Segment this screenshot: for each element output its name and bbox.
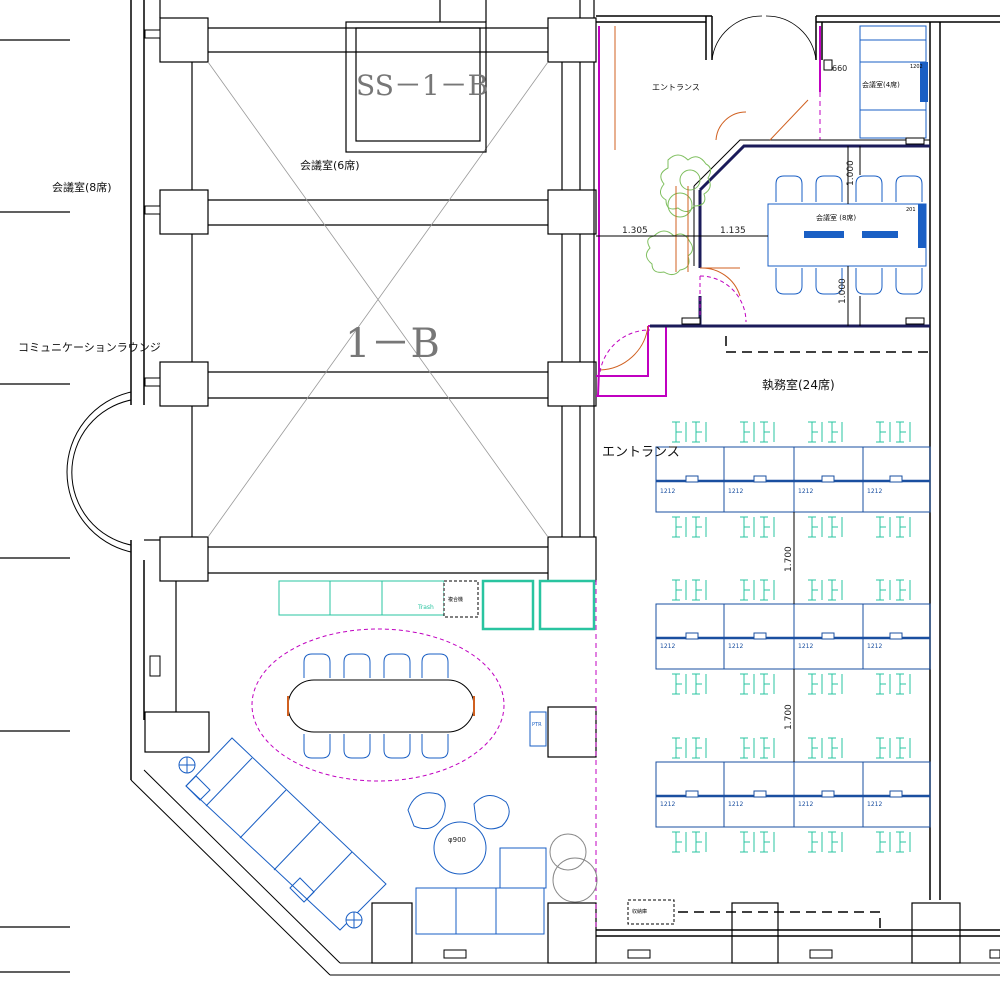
- round-table-set: [407, 792, 510, 875]
- dimension-1135: 1.135: [720, 226, 746, 236]
- office-chair: [740, 579, 775, 601]
- desk-label: 1212: [660, 801, 676, 808]
- office-chair: [672, 579, 707, 601]
- dimension-1000a: 1.000: [846, 160, 856, 186]
- desk-label: 1212: [867, 643, 883, 650]
- office-chair: [672, 516, 707, 538]
- beams: [144, 0, 595, 712]
- tag-1202: 1202: [910, 64, 923, 70]
- storage-label: 収納庫: [632, 909, 648, 915]
- desk-label: 1212: [728, 801, 744, 808]
- office-chair: [876, 673, 911, 695]
- desk-label: 1212: [660, 488, 676, 495]
- meeting-8-chairs: [775, 175, 923, 295]
- desk-label: 1212: [728, 488, 744, 495]
- dimension-660: 660: [832, 64, 848, 73]
- door-swings: [599, 26, 809, 371]
- desk-label: 1212: [798, 643, 814, 650]
- lounge-oval: [251, 628, 505, 782]
- partition-lines: [596, 26, 821, 397]
- bay-cross-lines: [207, 61, 549, 538]
- bay-window: [66, 391, 132, 553]
- office-chair: [876, 579, 911, 601]
- meeting-8-room-walls: [650, 144, 930, 328]
- room-label-communication-lounge: コミュニケーションラウンジ: [18, 341, 161, 354]
- printer-label: 複合機: [448, 597, 464, 603]
- lounge-chairs: [303, 653, 449, 759]
- office-chairs: [672, 421, 911, 853]
- office-chair: [740, 737, 775, 759]
- office-chair: [808, 421, 843, 443]
- trash-label: Trash: [418, 604, 434, 611]
- meeting-8-screens: [804, 204, 926, 248]
- desk-label: 1212: [798, 488, 814, 495]
- desk-label: 1212: [798, 801, 814, 808]
- dimension-1700a: 1.700: [784, 546, 794, 572]
- office-chair: [672, 831, 707, 853]
- lounge-plant: [549, 833, 598, 903]
- office-chair: [740, 421, 775, 443]
- plants: [646, 154, 712, 276]
- office-chair: [672, 673, 707, 695]
- right-walls: [596, 15, 1000, 937]
- dimension-1000b: 1.000: [838, 278, 848, 304]
- office-chair: [808, 516, 843, 538]
- office-chair: [808, 673, 843, 695]
- office-chair: [672, 421, 707, 443]
- office-chair: [740, 831, 775, 853]
- dimension-1700b: 1.700: [784, 704, 794, 730]
- lounge-sofa-bottom: [415, 711, 547, 935]
- diagonal-wall: [130, 769, 1000, 976]
- office-chair: [740, 673, 775, 695]
- room-label-meeting-8-right: 会議室 (8席): [816, 214, 857, 222]
- lounge-table: [287, 679, 475, 733]
- tag-201: 201: [906, 207, 916, 213]
- desk-label: 1212: [867, 801, 883, 808]
- desk-label: 1212: [728, 643, 744, 650]
- office-chair: [740, 516, 775, 538]
- office-desks: [655, 446, 931, 828]
- tag-ptr: PTR: [532, 722, 542, 728]
- office-chair: [808, 579, 843, 601]
- office-chair: [672, 737, 707, 759]
- dimension-900: φ900: [448, 836, 466, 844]
- room-label-office-24: 執務室(24席): [762, 378, 835, 392]
- room-label-entrance-mid: エントランス: [602, 445, 680, 460]
- room-label-meeting-8-left: 会議室(8席): [52, 181, 112, 194]
- room-label-column-1b: 1－B: [345, 321, 440, 367]
- dimension-1305: 1.305: [622, 226, 648, 236]
- office-chair: [876, 737, 911, 759]
- room-label-entrance-top: エントランス: [652, 83, 700, 92]
- left-edge-marks: [0, 39, 70, 973]
- room-label-ss1b: SS－1－B: [356, 69, 489, 102]
- dashed-partitions: [595, 92, 821, 930]
- room-label-meeting-4: 会議室(4席): [862, 81, 900, 89]
- office-chair: [808, 737, 843, 759]
- entrance-door: [711, 15, 817, 61]
- ss1b-block: [345, 0, 487, 153]
- column-grid: [144, 17, 961, 964]
- sofa-diagonal: [185, 737, 387, 931]
- building-outer-wall: [130, 0, 145, 780]
- office-chair: [876, 421, 911, 443]
- office-chair: [876, 516, 911, 538]
- room-label-meeting-6: 会議室(6席): [300, 159, 360, 172]
- office-chair: [876, 831, 911, 853]
- desk-label: 1212: [660, 643, 676, 650]
- desk-label: 1212: [867, 488, 883, 495]
- office-bottom-dash: [678, 336, 930, 928]
- office-chair: [808, 831, 843, 853]
